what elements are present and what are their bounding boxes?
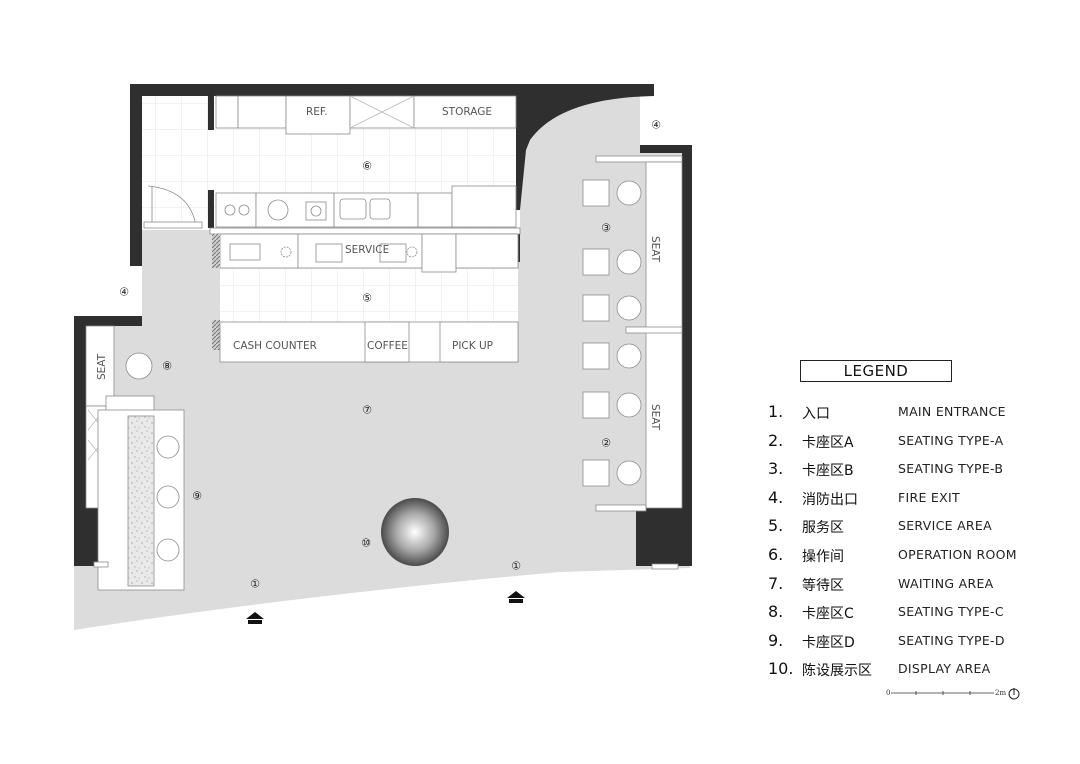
seat-right-bottom-label: SEAT: [649, 404, 661, 431]
legend-item-chinese: 卡座区B: [802, 463, 854, 480]
storage-label: STORAGE: [442, 106, 492, 118]
legend-item-number: 1.: [768, 402, 784, 421]
kitchen-door: [143, 185, 203, 229]
service-area-floor: [220, 268, 518, 324]
legend-title: LEGEND: [800, 360, 952, 382]
plan-markers: ① ① ② ③ ④ ④ ⑤ ⑥ ⑦ ⑧ ⑨ ⑩: [119, 119, 661, 591]
legend-list: 1. 入口 MAIN ENTRANCE 2. 卡座区A SEATING TYPE-A 3…: [766, 402, 1066, 688]
legend-item-english: MAIN ENTRANCE: [898, 404, 1006, 419]
legend-item-number: 8.: [768, 602, 784, 622]
legend-item-english: SEATING TYPE-D: [898, 632, 1005, 648]
hatched-wall-top: [212, 234, 220, 268]
legend-item-english: SEATING TYPE-A: [898, 432, 1004, 448]
marker-seating-c: ⑧: [162, 360, 172, 373]
seat-right-top-label: SEAT: [649, 236, 661, 263]
scale-end-label: 2m: [995, 689, 1006, 697]
marker-service-area: ⑤: [362, 292, 372, 305]
legend-item-number: 4.: [768, 487, 784, 507]
legend-item-chinese: 陈设展示区: [802, 663, 872, 680]
legend-item: 8. 卡座区C SEATING TYPE-C: [766, 602, 1066, 631]
legend-item-chinese: 入口: [802, 406, 830, 422]
marker-display-area: ⑩: [361, 537, 371, 550]
entrance-arrows: [246, 591, 525, 624]
seat-left-label: SEAT: [96, 353, 108, 380]
marker-fire-exit-right: ④: [651, 119, 661, 132]
legend-item-number: 7.: [768, 573, 784, 593]
legend-item-english: FIRE EXIT: [898, 489, 960, 505]
legend-item: 7. 等待区 WAITING AREA: [766, 574, 1066, 603]
legend-item: 10. 陈设展示区 DISPLAY AREA: [766, 659, 1066, 688]
legend-item-number: 2.: [768, 430, 784, 450]
legend-item-chinese: 操作间: [802, 548, 844, 565]
display-area-circle: [381, 498, 449, 566]
legend-item-number: 3.: [768, 459, 784, 479]
marker-seating-b: ③: [601, 222, 611, 235]
legend-item: 3. 卡座区B SEATING TYPE-B: [766, 459, 1066, 488]
legend-item-number: 6.: [768, 544, 784, 564]
legend-item-english: WAITING AREA: [898, 575, 994, 591]
cash-counter: [219, 321, 519, 363]
legend-item-chinese: 服务区: [802, 520, 844, 537]
kitchen-bottom-counter: [215, 185, 517, 228]
ref-label: REF.: [306, 106, 328, 118]
marker-seating-d: ⑨: [192, 490, 202, 503]
legend-item-number: 10.: [768, 659, 794, 679]
hatched-wall-bottom: [212, 320, 220, 350]
scale-start-label: 0: [886, 689, 890, 697]
legend-item: 4. 消防出口 FIRE EXIT: [766, 488, 1066, 517]
legend-item-english: OPERATION ROOM: [898, 546, 1017, 562]
coffee-label: COFFEE: [367, 340, 408, 352]
pick-up-label: PICK UP: [452, 340, 493, 352]
legend-item-english: SEATING TYPE-C: [898, 604, 1004, 620]
legend-item-number: 9.: [768, 630, 784, 650]
legend-item-chinese: 卡座区C: [802, 606, 854, 623]
kitchen-top-counter: [215, 95, 517, 135]
service-label: SERVICE: [345, 244, 389, 256]
legend-item: 5. 服务区 SERVICE AREA: [766, 516, 1066, 545]
marker-operation-room: ⑥: [362, 160, 372, 173]
legend-item-chinese: 等待区: [802, 577, 844, 594]
legend-item: 9. 卡座区D SEATING TYPE-D: [766, 631, 1066, 660]
right-tables: [582, 179, 642, 487]
legend-item-english: SERVICE AREA: [898, 518, 992, 534]
legend-item: 1. 入口 MAIN ENTRANCE: [766, 402, 1066, 431]
legend-item-chinese: 卡座区A: [802, 434, 854, 451]
marker-waiting-area: ⑦: [362, 404, 372, 417]
marker-fire-exit-left: ④: [119, 286, 129, 299]
service-counter: [219, 233, 519, 273]
legend-item-english: SEATING TYPE-B: [898, 461, 1004, 477]
legend-item-english: DISPLAY AREA: [898, 661, 991, 677]
marker-seating-a: ②: [601, 437, 611, 450]
legend-item-chinese: 卡座区D: [802, 634, 855, 651]
legend-item: 6. 操作间 OPERATION ROOM: [766, 545, 1066, 574]
kitchen-partition: [209, 227, 521, 235]
right-banquette: [595, 155, 683, 512]
left-seating: [85, 325, 679, 591]
scale-bar: 0 2m: [886, 688, 1020, 700]
legend-item-number: 5.: [768, 516, 784, 536]
walls: [74, 84, 692, 566]
marker-entrance-right: ①: [511, 560, 521, 573]
cash-counter-label: CASH COUNTER: [233, 340, 317, 352]
legend-item-chinese: 消防出口: [802, 491, 858, 508]
legend-item: 2. 卡座区A SEATING TYPE-A: [766, 431, 1066, 460]
marker-entrance-left: ①: [250, 578, 260, 591]
